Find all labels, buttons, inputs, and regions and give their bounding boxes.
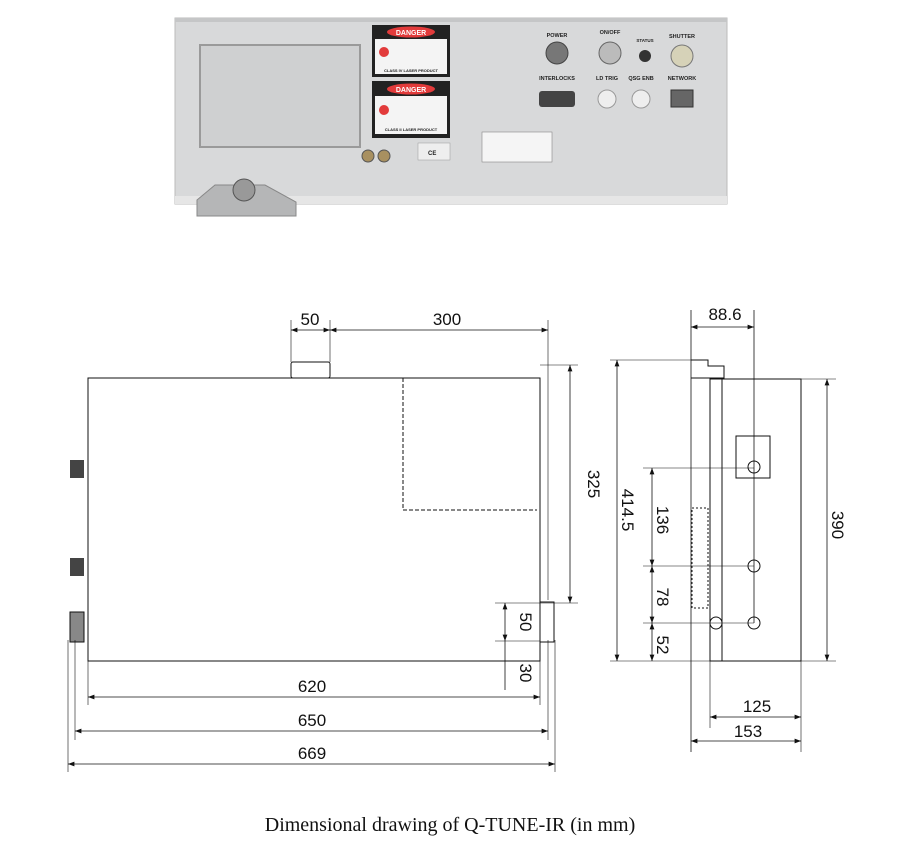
svg-text:NETWORK: NETWORK [668,76,696,82]
svg-text:30: 30 [516,664,535,683]
serial-label [481,131,553,163]
interlocks-connector [539,91,575,107]
front-view-labels: 50 300 325 50 30 620 650 669 [298,310,603,763]
svg-text:STATUS: STATUS [636,38,653,43]
svg-text:390: 390 [828,511,847,539]
side-view-drawing [610,310,836,752]
svg-text:125: 125 [743,697,771,716]
svg-text:LD TRIG: LD TRIG [596,76,618,82]
svg-text:ON/OFF: ON/OFF [600,30,621,36]
svg-text:136: 136 [653,506,672,534]
network-port [670,89,694,108]
svg-text:153: 153 [734,722,762,741]
qsg-enb-bnc [631,89,651,109]
danger-label-2: DANGER CLASS II LASER PRODUCT [372,81,450,138]
svg-text:325: 325 [584,470,603,498]
svg-text:620: 620 [298,677,326,696]
svg-text:414.5: 414.5 [618,489,637,532]
svg-text:QSG ENB: QSG ENB [628,76,653,82]
status-led [639,50,651,62]
front-view-drawing [67,320,578,772]
ld-trig-bnc [597,89,617,109]
svg-text:50: 50 [516,613,535,632]
svg-text:DANGER: DANGER [396,30,426,37]
svg-text:650: 650 [298,711,326,730]
product-rear-photo: DANGER CLASS IV LASER PRODUCT DANGER CLA… [174,17,728,217]
svg-text:300: 300 [433,310,461,329]
svg-text:52: 52 [653,636,672,655]
ce-mark: CE [428,151,436,157]
svg-text:DANGER: DANGER [396,87,426,94]
power-connector [545,41,569,65]
svg-text:CLASS II LASER PRODUCT: CLASS II LASER PRODUCT [385,127,438,132]
svg-text:50: 50 [301,310,320,329]
danger-label-1: DANGER CLASS IV LASER PRODUCT [372,25,450,77]
svg-text:INTERLOCKS: INTERLOCKS [539,76,575,82]
side-view-labels: 88.6 414.5 390 136 78 52 125 153 [618,305,847,741]
svg-text:669: 669 [298,744,326,763]
ports: POWER ON/OFF STATUS SHUTTER INTERLOCKS L… [539,30,696,109]
svg-text:SHUTTER: SHUTTER [669,34,695,40]
svg-text:78: 78 [653,588,672,607]
svg-text:CLASS IV LASER PRODUCT: CLASS IV LASER PRODUCT [384,68,439,73]
figure-caption: Dimensional drawing of Q-TUNE-IR (in mm) [264,814,636,836]
key-switch [598,41,622,65]
cover-plate [199,44,361,148]
svg-text:88.6: 88.6 [708,305,741,324]
svg-text:POWER: POWER [547,33,568,39]
shutter-button [670,44,694,68]
